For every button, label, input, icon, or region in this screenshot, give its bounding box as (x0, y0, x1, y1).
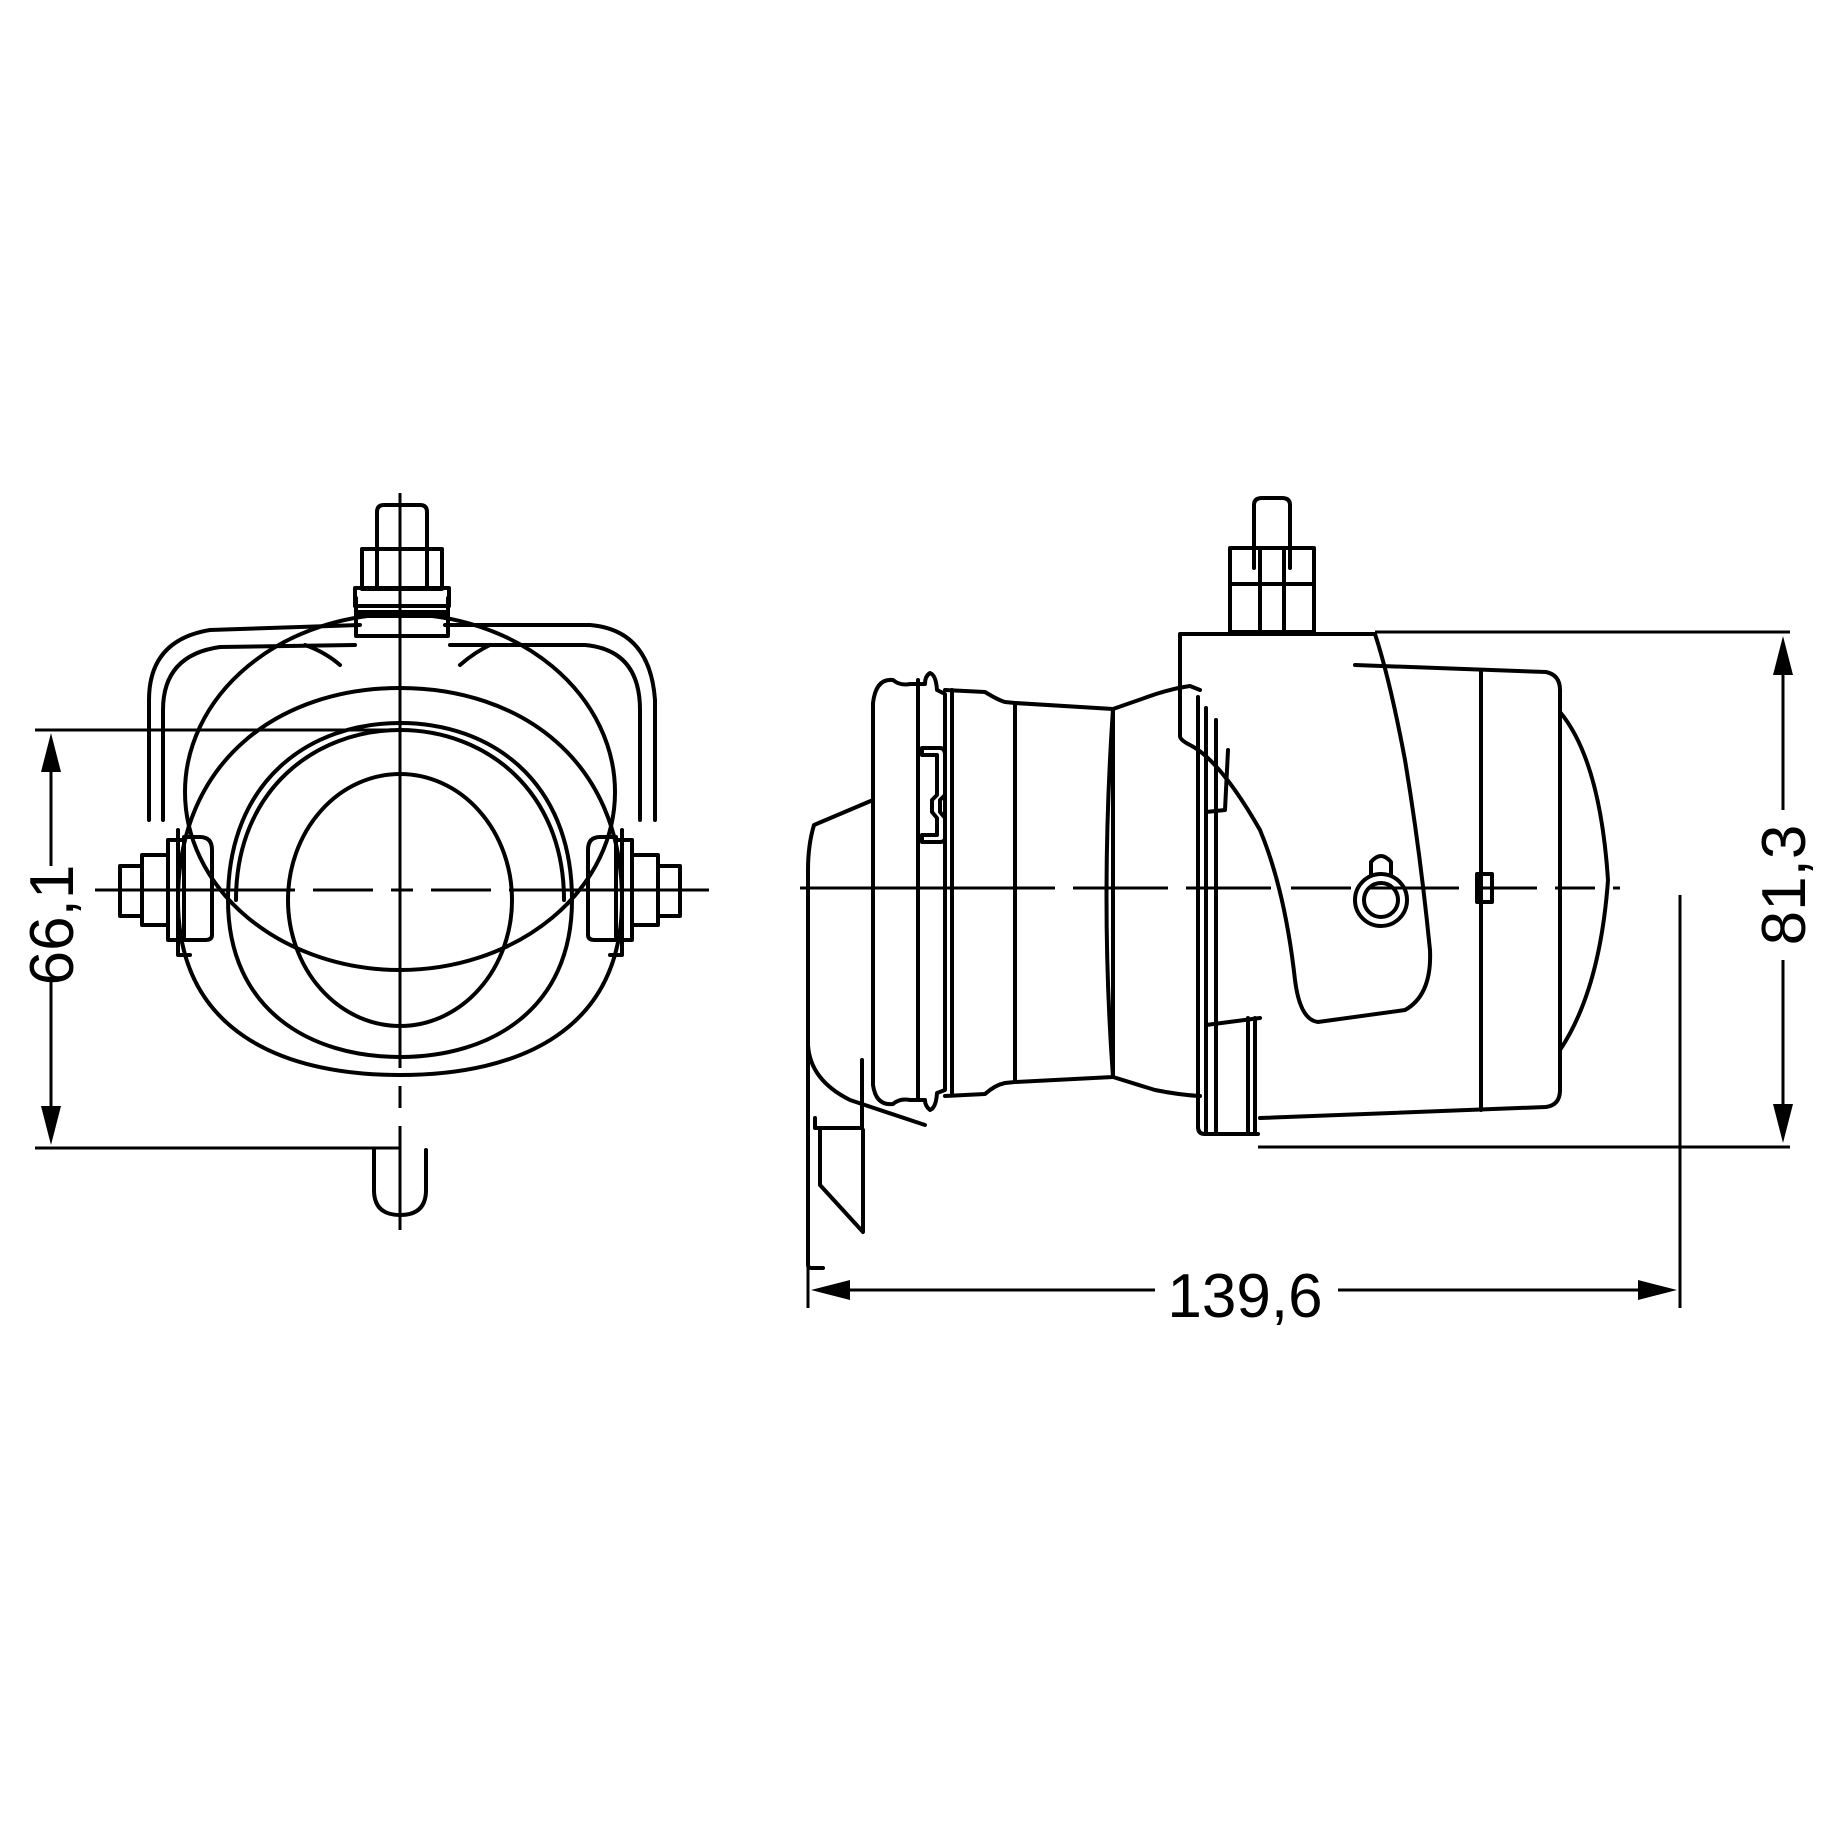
side-bolt (1228, 496, 1316, 634)
dimension-length-side: 139,6 (811, 1262, 1677, 1331)
dimension-height-front: 66,1 (18, 733, 87, 1145)
lamp-body-bottom (1258, 893, 1562, 1120)
dimension-label-81-3: 81,3 (1750, 825, 1819, 946)
connector-seam (1104, 707, 1115, 1079)
lens-dome (1558, 710, 1610, 1052)
connector-body (1013, 701, 1115, 1084)
pivot-bolt (1353, 872, 1409, 928)
cable-wedge (818, 1128, 865, 1234)
dimension-label-139-6: 139,6 (1167, 1262, 1322, 1331)
dimension-label-66-1: 66,1 (18, 865, 87, 986)
u-bracket (147, 623, 657, 822)
flange (1196, 695, 1207, 1136)
connector-ring (871, 671, 947, 1112)
side-view: 81,3 139,6 (800, 496, 1819, 1331)
rear-cap (806, 798, 927, 1127)
bezel-inner-ring (226, 721, 574, 1059)
lamp-body-top (1353, 663, 1562, 897)
retaining-clip (920, 746, 947, 844)
front-view: 66,1 (18, 493, 710, 1230)
dimension-height-side: 81,3 (1750, 636, 1819, 1143)
